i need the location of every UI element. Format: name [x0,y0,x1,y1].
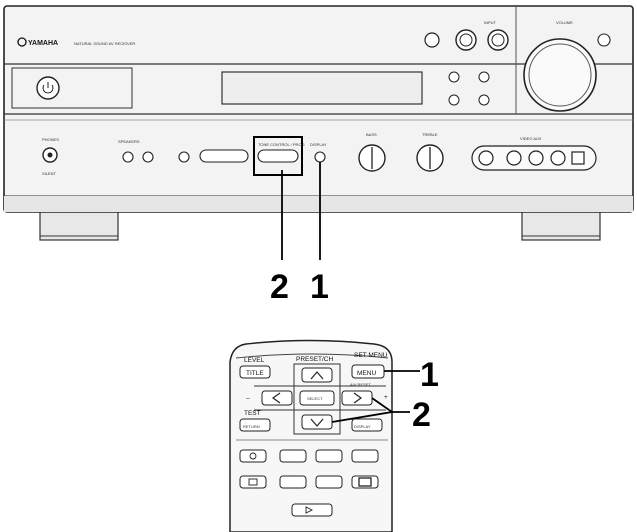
return-button[interactable] [239,418,271,432]
power-icon [42,82,54,94]
set-menu-label: SET MENU [354,352,388,359]
front-display [221,71,423,105]
callout-receiver-1: 1 [310,268,329,306]
volume-label: VOLUME [556,20,573,25]
svg-text:SELECT: SELECT [307,396,323,401]
treble-label: TREBLE [422,132,438,137]
transport-rew-button[interactable] [279,475,307,489]
tone-control-program-buttons[interactable] [253,136,303,176]
svg-text:RETURN: RETURN [243,424,260,429]
input-right-knob[interactable] [487,29,509,51]
up-button[interactable] [301,367,333,383]
test-label: TEST [244,410,261,417]
display-label: DISPLAY [310,142,327,147]
tone-control-label: TONE CONTROL / PROG [258,142,305,147]
transport-next-button[interactable] [315,449,343,463]
input-selector-bar[interactable] [199,149,249,163]
receiver-foot-left [39,207,119,241]
receiver-body [3,5,634,213]
left-button[interactable] [261,390,293,406]
transport-ff-button[interactable] [315,475,343,489]
transport-prev-button[interactable] [279,449,307,463]
input-label: INPUT [484,20,497,25]
model-text: NATURAL SOUND AV RECEIVER [74,41,135,46]
svg-text:MENU: MENU [357,370,376,377]
svideo-jack[interactable] [478,150,494,166]
svg-text:DISPLAY: DISPLAY [354,424,371,429]
arrow-down-icon [310,418,324,427]
arrow-up-icon [310,371,324,380]
av-reset-label: A/V RESET [350,382,371,387]
transport-pause-button[interactable] [239,475,267,489]
minus-label: − [246,396,250,403]
straight-button[interactable] [178,151,190,163]
input-left-knob[interactable] [455,29,477,51]
arrow-left-icon [271,392,281,404]
svg-text:TITLE: TITLE [246,370,264,377]
transport-stop-button[interactable] [239,449,267,463]
audio-left-jack[interactable] [528,150,544,166]
right-button[interactable] [341,390,373,406]
speaker-b-button[interactable] [142,151,154,163]
audio-right-jack[interactable] [550,150,566,166]
speakers-label: SPEAKERS [118,139,140,144]
level-label: LEVEL [244,357,265,364]
bass-label: BASS [366,132,377,137]
video-jack[interactable] [506,150,522,166]
tuning-button[interactable] [448,94,460,106]
volume-knob[interactable] [523,38,597,112]
preset-ch-label: PRESET/CH [296,356,334,363]
memory-button[interactable] [478,94,490,106]
leader-line-remote-2b [331,411,393,423]
callout-remote-1: 1 [420,356,439,394]
cursor-pad-frame [293,363,341,435]
av-receiver: YAMAHA NATURAL SOUND AV RECEIVER INPUT V… [3,5,634,241]
leader-line-remote-2a [371,397,393,413]
phones-label: PHONES [42,137,59,142]
yamaha-logo: YAMAHA [17,37,58,47]
title-button[interactable] [239,365,271,379]
plus-label: + [384,394,388,401]
input-mode-knob[interactable] [424,32,440,48]
optical-jack[interactable] [571,151,585,165]
callout-receiver-2: 2 [270,268,289,306]
silent-label: SILENT [42,171,57,176]
arrow-right-icon [353,392,363,404]
power-button-frame [11,67,133,109]
speakers-button[interactable] [597,33,611,47]
display-toggle-button[interactable] [314,151,326,163]
select-button[interactable] [299,390,335,406]
remote-control: LEVEL PRESET/CH SET MENU TITLE MENU A/V … [229,339,393,532]
menu-dial[interactable] [478,71,490,83]
video-aux-label: VIDEO AUX [520,136,542,141]
receiver-foot-right [521,207,601,241]
transport-skip-button[interactable] [351,449,379,463]
display-button-remote[interactable] [351,418,383,432]
speaker-a-button[interactable] [122,151,134,163]
callout-remote-2: 2 [412,396,431,434]
display-button[interactable] [448,71,460,83]
brand-name: YAMAHA [28,40,58,47]
